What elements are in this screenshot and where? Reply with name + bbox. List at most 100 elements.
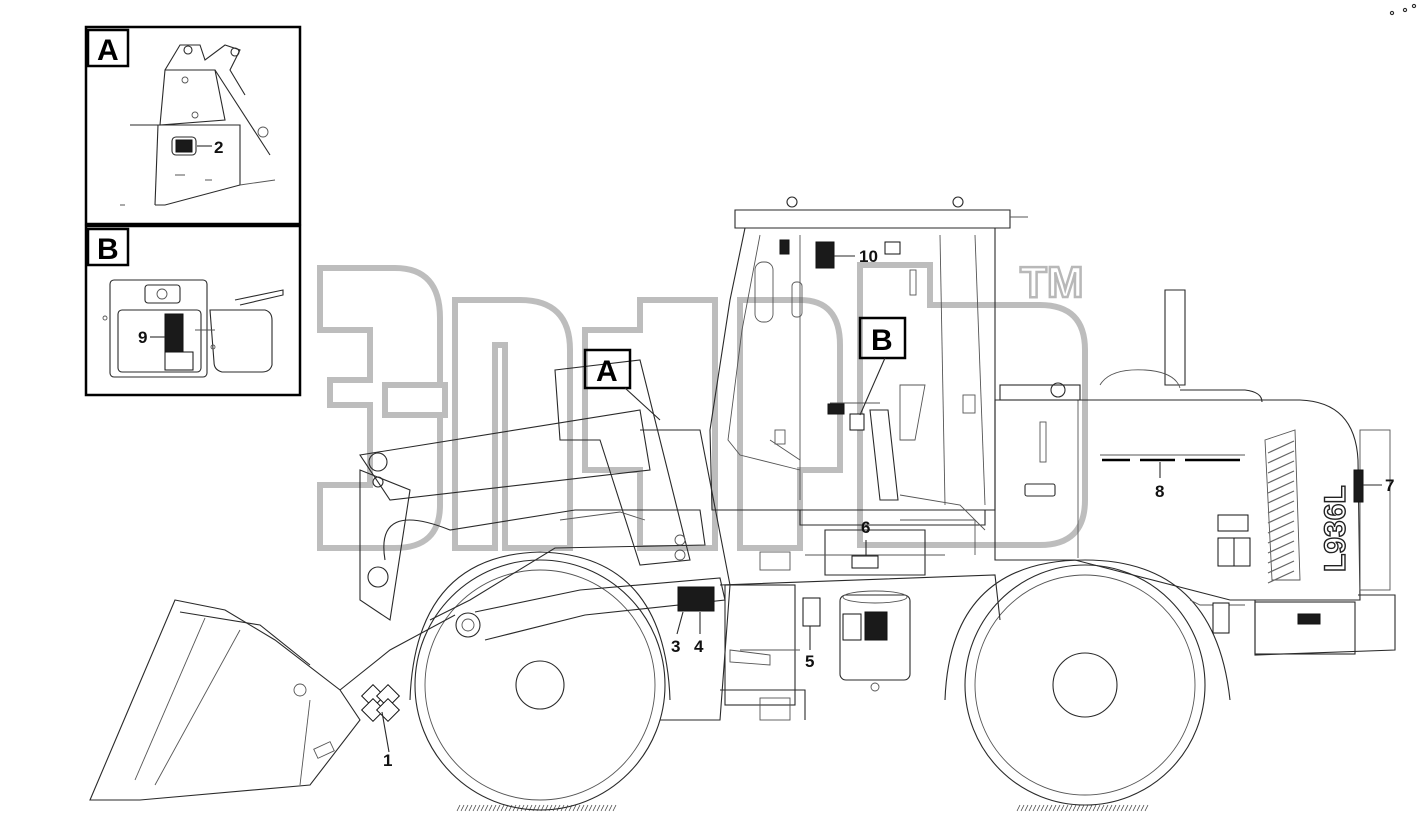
ground-hatch-line (1056, 804, 1061, 812)
model-lettering: L936L (1319, 485, 1352, 572)
callout-6: 6 (861, 518, 870, 537)
ground-hatch-line (1032, 804, 1037, 812)
ground-hatch-line (500, 804, 505, 812)
callout-4: 4 (694, 637, 704, 656)
ground-hatch-line (1100, 804, 1105, 812)
front-frame (359, 359, 1001, 721)
hood-stripe (1267, 560, 1295, 574)
ground-hatch-line (576, 804, 581, 812)
decal-3-4 (677, 586, 715, 612)
inset-a-drawing: 2 (120, 44, 276, 206)
hood-stripe (1267, 440, 1295, 454)
hood-stripe (1267, 570, 1295, 584)
ground-hatch-line (1136, 804, 1141, 812)
decal-1 (360, 683, 401, 723)
ground-hatch-line (1144, 804, 1149, 812)
ground-hatch-line (1084, 804, 1089, 812)
ground-hatch-line (572, 804, 577, 812)
ground-hatch-line (1080, 804, 1085, 812)
operator-cab (709, 196, 1028, 576)
ground-hatch-line (1036, 804, 1041, 812)
bucket (89, 599, 456, 801)
ground-hatch-line (1040, 804, 1045, 812)
ground-hatch-line (600, 804, 605, 812)
callout-1: 1 (383, 751, 392, 770)
decal-5b (842, 613, 862, 641)
hood-stripe (1267, 520, 1295, 534)
wheel-loader-drawing: L936L A B 1 3 4 5 (89, 196, 1396, 812)
ground-hatch-line (484, 804, 489, 812)
hydraulic-tank (729, 590, 911, 692)
decal-console-b (827, 403, 845, 415)
ground-hatch-line (1076, 804, 1081, 812)
corner-mark (1389, 3, 1417, 16)
ground-hatch-line (1128, 804, 1133, 812)
ground-hatch-line (508, 804, 513, 812)
ground-hatch-line (608, 804, 613, 812)
callout-2: 2 (214, 138, 223, 157)
ground-hatch-line (564, 804, 569, 812)
inset-b-letter: B (97, 233, 119, 266)
callout-labels: 1 3 4 5 6 7 8 10 (383, 247, 1394, 770)
ground-hatch-line (1124, 804, 1129, 812)
ground-hatch-line (1068, 804, 1073, 812)
hood-stripe (1267, 470, 1295, 484)
hood-stripe (1267, 540, 1295, 554)
view-marker-b-letter: B (871, 324, 893, 357)
ground-hatch-line (552, 804, 557, 812)
ground-hatch-line (1132, 804, 1137, 812)
decal-rear (1297, 613, 1321, 625)
ground-hatch-line (520, 804, 525, 812)
ground-hatch-line (588, 804, 593, 812)
hood-stripe (1267, 460, 1295, 474)
ground-hatch-line (1088, 804, 1093, 812)
hood-stripe (1267, 450, 1295, 464)
watermark-logo: TM (317, 257, 1088, 551)
ground-hatch-line (1092, 804, 1097, 812)
ground-hatch-line (1016, 804, 1021, 812)
inset-a: A 2 (84, 25, 302, 226)
ground-hatch-line (1112, 804, 1117, 812)
ground-hatch-line (512, 804, 517, 812)
ground-hatch-line (1140, 804, 1145, 812)
ground-hatch-line (1116, 804, 1121, 812)
ground-hatch-line (488, 804, 493, 812)
decal-hood-c (1233, 537, 1251, 567)
decal-step (1212, 602, 1230, 634)
inset-b-drawing: 9 (102, 279, 284, 378)
ground-hatch-line (596, 804, 601, 812)
decal-cab-small (779, 239, 790, 255)
leader-lines (381, 255, 1382, 753)
ground-hatch-line (1096, 804, 1101, 812)
decal-5 (802, 597, 821, 627)
ground-hatch-line (1048, 804, 1053, 812)
front-wheel (409, 551, 671, 811)
ground-hatch-line (1120, 804, 1125, 812)
ground-hatch-line (492, 804, 497, 812)
hood-stripe (1267, 510, 1295, 524)
ground-hatch-line (464, 804, 469, 812)
ground-hatch-line (456, 804, 461, 812)
ground-hatch-line (580, 804, 585, 812)
callout-8: 8 (1155, 482, 1164, 501)
decal-hood-b (1217, 537, 1235, 567)
ground-hatch-line (1024, 804, 1029, 812)
callout-3: 3 (671, 637, 680, 656)
hood-stripe (1267, 500, 1295, 514)
decal-5c (864, 611, 888, 641)
ground-hatch-line (1052, 804, 1057, 812)
decal-10b (884, 241, 901, 255)
rear-body (994, 289, 1396, 656)
ground-hatch-line (1044, 804, 1049, 812)
decal-6 (851, 555, 879, 569)
ground-hatch-line (472, 804, 477, 812)
callout-5: 5 (805, 652, 814, 671)
hood-stripe (1267, 490, 1295, 504)
ground-hatch-line (524, 804, 529, 812)
ground-hatch-line (1020, 804, 1025, 812)
decal-hood-a (1217, 514, 1249, 532)
callout-7: 7 (1385, 476, 1394, 495)
view-marker-a-letter: A (596, 355, 618, 388)
inset-b: B 9 (84, 224, 302, 397)
